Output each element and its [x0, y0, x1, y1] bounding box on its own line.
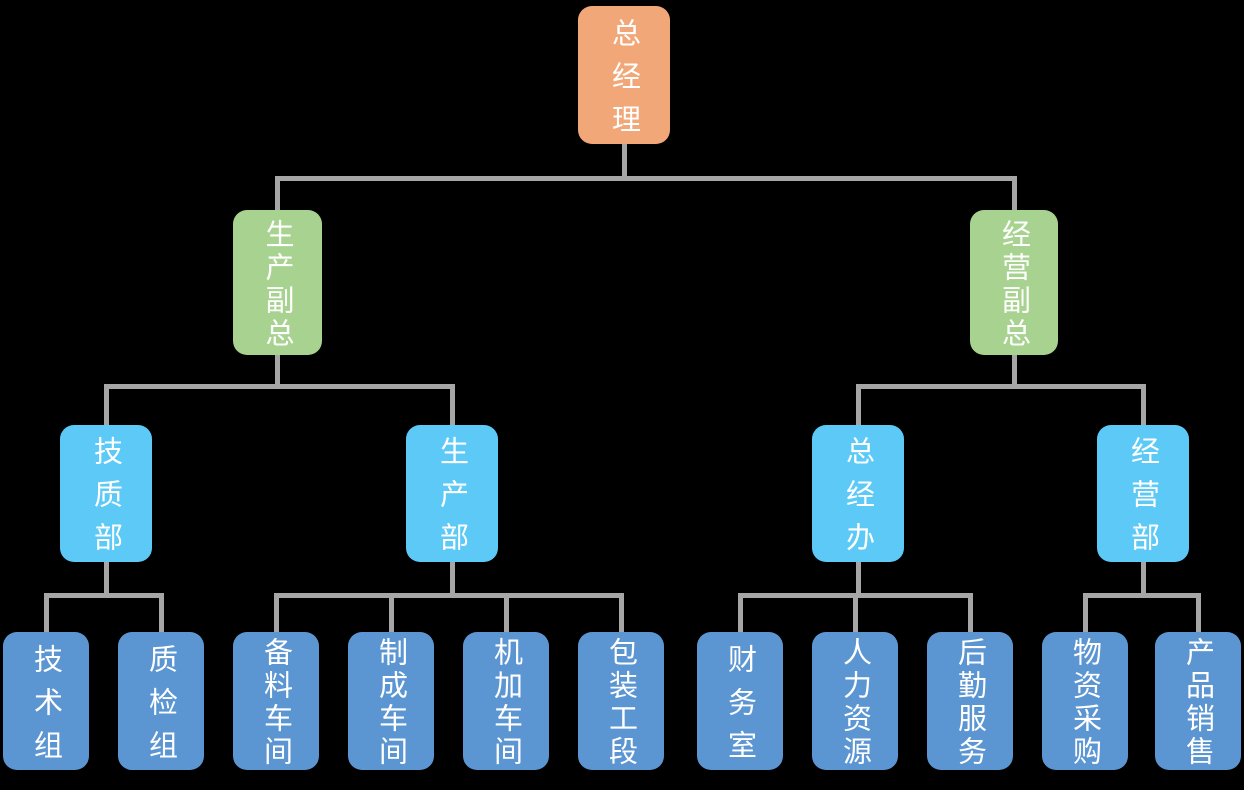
connector — [275, 176, 1017, 181]
node-production-vp: 生产副总 — [233, 210, 322, 355]
connector — [1141, 562, 1146, 596]
node-technical-group: 技术组 — [3, 632, 89, 773]
connector — [504, 593, 509, 632]
connector — [853, 593, 858, 632]
node-material-procurement: 物资采购 — [1042, 632, 1128, 770]
node-operations-vp: 经营副总 — [970, 210, 1058, 355]
node-label: 包装工段 — [604, 637, 639, 769]
node-label: 生产副总 — [261, 218, 295, 351]
connector — [389, 593, 394, 632]
node-product-sales: 产品销售 — [1155, 632, 1241, 770]
node-label: 产品销售 — [1181, 637, 1216, 769]
node-label: 机加车间 — [489, 637, 524, 769]
connector — [1012, 176, 1017, 210]
node-quality-inspection-group: 质检组 — [118, 632, 204, 773]
node-label: 经营部 — [1126, 436, 1161, 565]
connector — [159, 593, 164, 632]
node-label: 总经办 — [841, 436, 876, 565]
node-label: 经营副总 — [997, 218, 1032, 351]
connector — [104, 384, 109, 425]
node-logistics-service: 后勤服务 — [927, 632, 1013, 770]
connector — [104, 384, 455, 389]
node-general-manager: 总经理 — [578, 6, 670, 147]
connector — [274, 593, 279, 632]
node-packaging-section: 包装工段 — [578, 632, 664, 770]
connector — [622, 144, 627, 178]
node-label: 技质部 — [89, 436, 124, 565]
node-label: 物资采购 — [1068, 637, 1103, 769]
node-production-dept: 生产部 — [406, 425, 498, 565]
node-tech-quality-dept: 技质部 — [60, 425, 152, 565]
connector — [275, 355, 280, 387]
node-human-resources: 人力资源 — [812, 632, 898, 770]
node-label: 制成车间 — [374, 637, 409, 769]
node-label: 后勤服务 — [953, 637, 988, 769]
connector — [738, 593, 743, 632]
connector — [44, 593, 164, 598]
connector — [1196, 593, 1201, 632]
node-operations-dept: 经营部 — [1097, 425, 1189, 565]
connector — [619, 593, 624, 632]
node-finishing-workshop: 制成车间 — [348, 632, 434, 770]
node-machining-workshop: 机加车间 — [463, 632, 549, 770]
node-label: 技术组 — [29, 643, 64, 773]
node-material-prep-workshop: 备料车间 — [233, 632, 319, 770]
connector — [44, 593, 49, 632]
connector — [856, 384, 1146, 389]
connector — [1083, 593, 1088, 632]
connector — [1141, 384, 1146, 425]
node-label: 备料车间 — [259, 637, 294, 769]
connector — [1083, 593, 1201, 598]
node-label: 生产部 — [435, 436, 470, 565]
node-label: 总经理 — [607, 17, 642, 147]
connector — [275, 176, 280, 210]
connector — [104, 562, 109, 596]
node-label: 质检组 — [144, 643, 179, 773]
connector — [450, 562, 455, 596]
connector — [450, 384, 455, 425]
node-label: 财务室 — [723, 643, 758, 773]
node-finance-office: 财务室 — [697, 632, 783, 773]
connector — [856, 384, 861, 425]
connector — [968, 593, 973, 632]
connector — [856, 562, 861, 596]
connector — [274, 593, 624, 598]
node-gm-office: 总经办 — [812, 425, 904, 565]
node-label: 人力资源 — [838, 637, 873, 769]
connector — [1012, 355, 1017, 387]
